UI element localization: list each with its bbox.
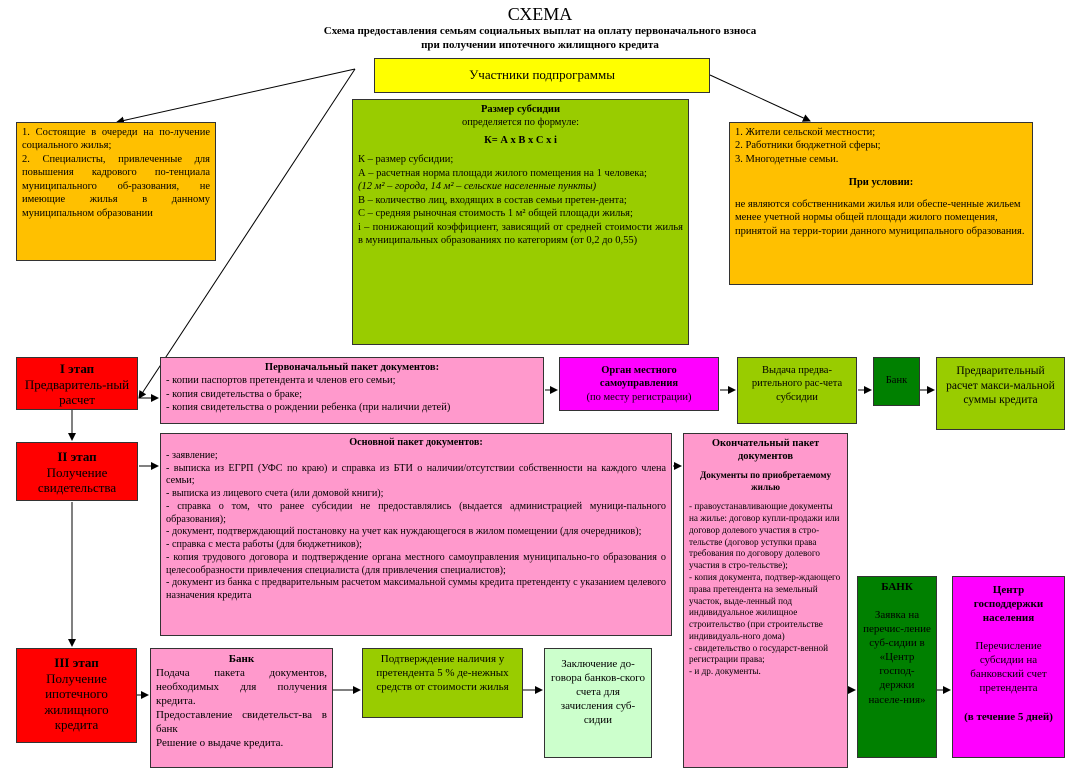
bank-stage-3-text-2: Предоставление свидетельст-ва в банк — [156, 709, 327, 736]
bank-stage-3-text-3: Решение о выдаче кредита. — [156, 737, 284, 750]
initial-documents-list: - копии паспортов претендента и членов е… — [166, 374, 538, 414]
final-doc-item: - копия документа, подтвер-ждающего прав… — [689, 572, 841, 641]
right-item-1: 1. Жители сельской местности; — [735, 127, 876, 138]
state-support-center-text: Перечисление субсидии на банковский счет… — [970, 640, 1047, 695]
bank-application-text: Заявка на перечис-ление суб-сидии в «Цен… — [863, 609, 931, 706]
down-payment-confirm-box: Подтверждение наличия у претендента 5 % … — [362, 648, 523, 718]
main-doc-item: - копия трудового договора и подтвержден… — [166, 551, 666, 576]
main-documents-title: Основной пакет документов: — [349, 437, 483, 448]
diagram-title: СХЕМА — [507, 4, 573, 24]
subsidy-a: А – расчетная норма площади жилого помещ… — [358, 167, 647, 179]
subsidy-i: i – понижающий коэффициент, зависящий от… — [358, 221, 683, 246]
bank-stage-3-title: Банк — [228, 653, 255, 665]
stage-3-box: III этап Получение ипотечного жилищного … — [16, 648, 137, 743]
final-documents-subtitle: Документы по приобретаемому жилью — [699, 469, 832, 492]
main-doc-item: - выписка из ЕГРП (УФС по краю) и справк… — [166, 462, 666, 487]
bank-application-title: БАНК — [881, 581, 913, 593]
bank-stage-3-box: Банк Подача пакета документов, необходим… — [150, 648, 333, 768]
initial-doc-item: - копии паспортов претендента и членов е… — [166, 375, 396, 387]
participants-label: Участники подпрограммы — [469, 67, 615, 82]
subsidy-title: Размер субсидии — [480, 104, 561, 115]
local-authority-box: Орган местного самоуправления (по месту … — [559, 357, 719, 411]
state-support-center-box: Центр господдержки населения Перечислени… — [952, 576, 1065, 758]
right-item-3: 3. Многодетные семьи. — [735, 153, 839, 165]
state-support-center-term: (в течение 5 дней) — [964, 710, 1053, 723]
left-item-1: 1. Состоящие в очереди на по-лучение соц… — [22, 127, 210, 152]
eligible-categories-right-box: 1. Жители сельской местности; 2. Работни… — [729, 122, 1033, 285]
main-doc-item: - выписка из лицевого счета (или домовой… — [166, 488, 384, 499]
subsidy-formula-box: Размер субсидии определяется по формуле:… — [352, 99, 689, 345]
final-doc-item: - и др. документы. — [689, 666, 761, 677]
main-documents-box: Основной пакет документов: - заявление; … — [160, 433, 672, 636]
bank-account-contract-text: Заключение до-говора банков-ского счета … — [551, 658, 645, 727]
local-authority-title: Орган местного самоуправления — [599, 365, 679, 390]
stage-3-name: Получение ипотечного жилищного кредита — [44, 670, 109, 733]
subsidy-subtitle: определяется по формуле: — [461, 117, 580, 129]
stage-2-box: II этап Получение свидетельства — [16, 442, 138, 501]
condition-text: не являются собственниками жилья или обе… — [735, 198, 1025, 237]
stage-3-label: III этап — [54, 655, 99, 670]
left-item-2: 2. Специалисты, привлеченные для повышен… — [22, 153, 210, 219]
initial-documents-box: Первоначальный пакет документов: - копии… — [160, 357, 544, 424]
subsidy-formula: К= А х В х С х i — [484, 134, 557, 146]
main-documents-list: - заявление; - выписка из ЕГРП (УФС по к… — [166, 450, 666, 603]
bank-account-contract-box: Заключение до-говора банков-ского счета … — [544, 648, 652, 758]
final-documents-title: Окончательный пакет документов — [711, 438, 820, 463]
state-support-center-title: Центр господдержки населения — [973, 584, 1044, 625]
diagram-subtitle-line-2: при получении ипотечного жилищного креди… — [421, 39, 659, 51]
main-doc-item: - документ, подтверждающий постановку на… — [166, 526, 642, 538]
subsidy-calc-issue-text: Выдача предва-рительного рас-чета субсид… — [751, 365, 843, 403]
preliminary-credit-calc-box: Предварительный расчет макси-мальной сум… — [936, 357, 1065, 430]
down-payment-confirm-text: Подтверждение наличия у претендента 5 % … — [376, 653, 509, 694]
stage-2-label: II этап — [57, 449, 97, 464]
eligible-categories-left-box: 1. Состоящие в очереди на по-лучение соц… — [16, 122, 216, 261]
main-doc-item: - справка с места работы (для бюджетнико… — [166, 539, 362, 550]
participants-box: Участники подпрограммы — [374, 58, 710, 93]
final-documents-list: - правоустанавливающие документы на жиль… — [689, 501, 842, 677]
bank-stage-1-box: Банк — [873, 357, 920, 406]
subsidy-b: В – количество лиц, входящих в состав се… — [358, 194, 627, 206]
main-doc-item: - заявление; — [166, 449, 218, 461]
bank-stage-1-label: Банк — [885, 375, 908, 386]
diagram-subtitle-line-1: Схема предоставления семьям социальных в… — [323, 25, 757, 37]
initial-doc-item: - копия свидетельства о браке; — [166, 388, 303, 400]
right-item-2: 2. Работники бюджетной сферы; — [735, 140, 881, 152]
subsidy-k: К – размер субсидии; — [358, 154, 454, 166]
final-doc-item: - правоустанавливающие документы на жиль… — [689, 501, 840, 571]
stage-1-name: Предваритель-ный расчет — [24, 376, 130, 408]
subsidy-c: С – средняя рыночная стоимость 1 м² обще… — [358, 208, 633, 220]
stage-2-name: Получение свидетельства — [37, 464, 117, 496]
bank-stage-3-text-1: Подача пакета документов, необходимых дл… — [156, 667, 327, 708]
stage-1-box: I этап Предваритель-ный расчет — [16, 357, 138, 410]
initial-doc-item: - копия свидетельства о рождении ребенка… — [166, 402, 451, 414]
local-authority-note: (по месту регистрации) — [586, 391, 692, 403]
bank-application-box: БАНК Заявка на перечис-ление суб-сидии в… — [857, 576, 937, 758]
final-documents-box: Окончательный пакет документов Документы… — [683, 433, 848, 768]
initial-documents-title: Первоначальный пакет документов: — [264, 362, 440, 373]
condition-title: При условии: — [848, 177, 914, 189]
preliminary-credit-calc-text: Предварительный расчет макси-мальной сум… — [946, 365, 1055, 407]
main-doc-item: - справка о том, что ранее субсидии не п… — [166, 500, 666, 525]
final-doc-item: - свидетельство о государст-венной регис… — [689, 642, 828, 665]
subsidy-calc-issue-box: Выдача предва-рительного рас-чета субсид… — [737, 357, 857, 424]
subsidy-a-note: (12 м² – города, 14 м² – сельские населе… — [358, 181, 597, 193]
stage-1-label: I этап — [59, 361, 95, 376]
main-doc-item: - документ из банка с предварительным ра… — [166, 577, 666, 601]
